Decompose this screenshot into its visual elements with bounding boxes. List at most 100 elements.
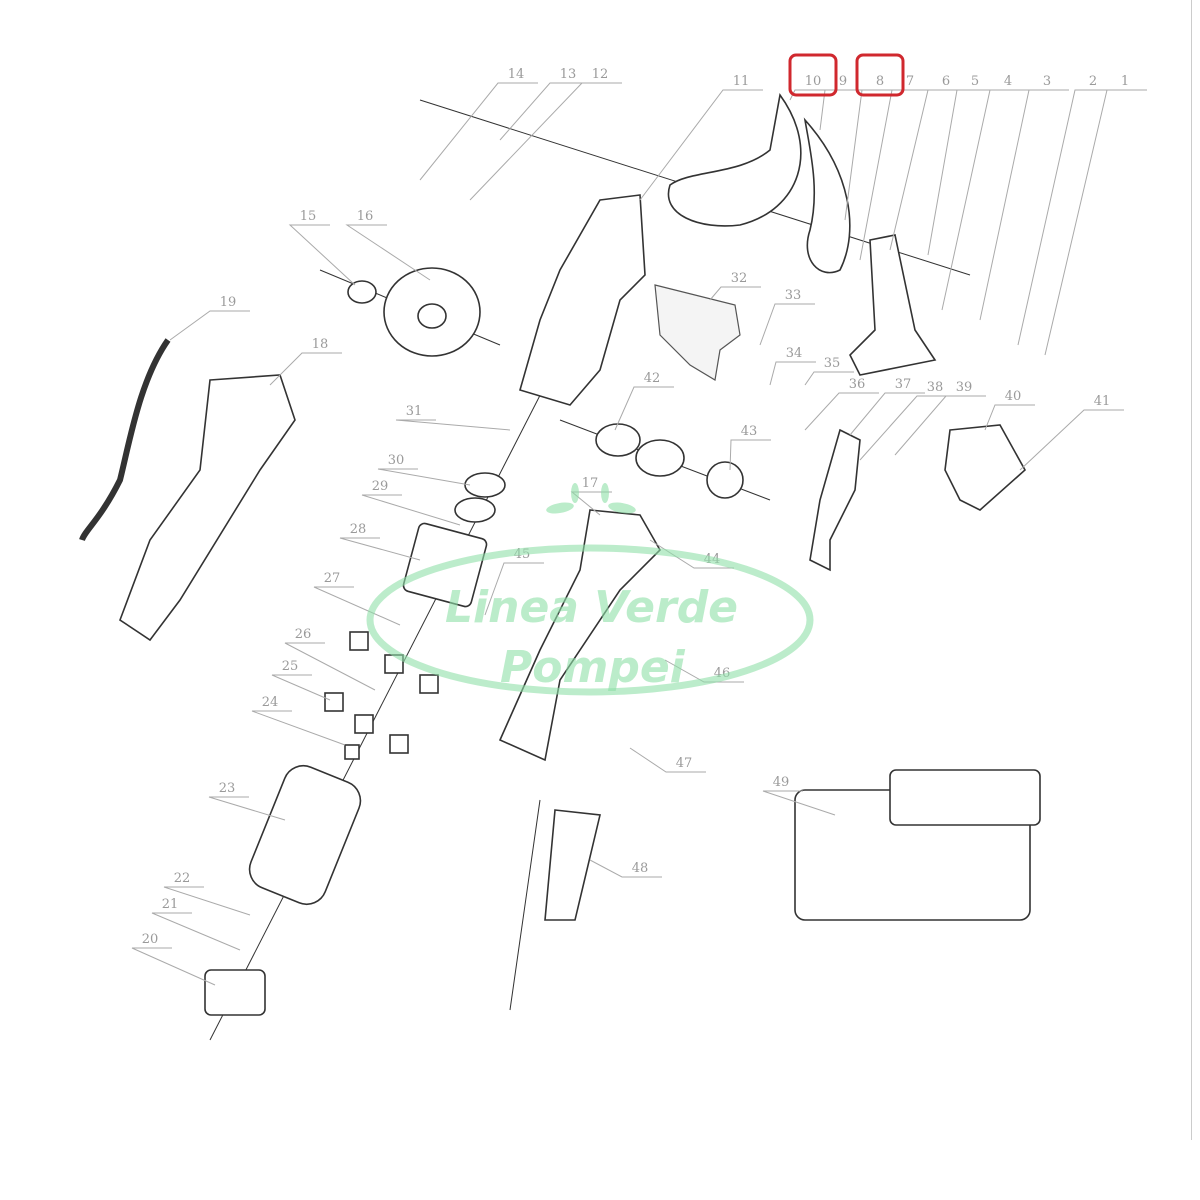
leader-line (1017, 89, 1115, 346)
part-label-19: 19 (169, 295, 250, 341)
leader-line (251, 710, 346, 746)
leader-line (762, 790, 836, 816)
part-number: 20 (142, 932, 159, 947)
leader-line (361, 494, 461, 526)
leader-line (395, 419, 511, 431)
part-label-13: 13 (499, 67, 590, 141)
part-label-49: 49 (762, 775, 836, 816)
part-number: 30 (388, 453, 405, 468)
part-number: 37 (895, 377, 912, 392)
part-label-26: 26 (284, 627, 376, 691)
watermark-line1: Linea Verde (445, 582, 738, 633)
part-label-6: 6 (889, 74, 968, 251)
part-number: 41 (1094, 394, 1111, 409)
part-number: 4 (1004, 74, 1012, 89)
highlight-box-8 (855, 53, 905, 97)
highlight-box-10 (788, 53, 838, 97)
leader-line (979, 89, 1069, 321)
part-number: 49 (773, 775, 790, 790)
part-label-34: 34 (769, 346, 816, 386)
leader-line (151, 912, 241, 951)
washer-15 (347, 280, 377, 304)
watermark: Linea Verde Pompei (366, 483, 814, 696)
part-number: 22 (174, 871, 191, 886)
leader-line (169, 310, 250, 341)
part-label-24: 24 (251, 695, 346, 746)
motor-23 (248, 764, 362, 906)
leader-line (339, 537, 421, 561)
part-label-42: 42 (614, 371, 674, 431)
bearing-30 (464, 472, 506, 498)
part-label-10: 10 (789, 74, 835, 101)
part-label-29: 29 (361, 479, 461, 526)
part-label-40: 40 (984, 389, 1035, 431)
part-number: 6 (942, 74, 950, 89)
part-number: 14 (508, 67, 525, 82)
part-number: 7 (906, 74, 914, 89)
part-number: 13 (560, 67, 577, 82)
leader-line (345, 224, 431, 281)
part-number: 21 (162, 897, 179, 912)
part-number: 32 (731, 271, 748, 286)
leader-line (269, 352, 342, 386)
part-label-21: 21 (151, 897, 241, 951)
leader-line (377, 468, 471, 486)
highlight-boxes (788, 53, 905, 97)
leader-line (629, 747, 706, 773)
leader-line (1019, 409, 1124, 471)
leader-line (859, 395, 957, 461)
parts (79, 93, 1041, 1016)
leader-line (844, 89, 902, 221)
leader-line (208, 796, 286, 821)
part-label-31: 31 (395, 404, 511, 431)
cable-boot-48 (544, 809, 601, 921)
leader-line (984, 404, 1035, 431)
part-number: 10 (805, 74, 822, 89)
leader-line (889, 89, 968, 251)
part-number: 24 (262, 695, 279, 710)
part-number: 1 (1121, 74, 1129, 89)
part-label-25: 25 (271, 659, 331, 701)
leader-line (859, 89, 932, 261)
part-number: 47 (676, 756, 693, 771)
planet-gears (324, 631, 439, 760)
part-label-32: 32 (709, 271, 761, 301)
nut-20 (204, 969, 266, 1016)
part-number: 42 (644, 371, 661, 386)
part-label-23: 23 (208, 781, 286, 821)
part-label-33: 33 (759, 288, 815, 346)
leader-line (614, 386, 674, 431)
part-number: 33 (785, 288, 802, 303)
trigger-37 (809, 428, 861, 572)
part-number: 11 (733, 74, 750, 89)
part-label-35: 35 (804, 356, 854, 386)
part-number: 3 (1043, 74, 1051, 89)
part-number: 8 (876, 74, 884, 89)
part-label-20: 20 (131, 932, 216, 986)
part-number: 29 (372, 479, 389, 494)
leader-line (419, 82, 538, 181)
pinion-43 (706, 461, 744, 499)
leader-line (759, 303, 815, 346)
leader-line (804, 371, 854, 386)
part-label-1: 1 (1044, 74, 1147, 356)
blade-lower (803, 117, 851, 274)
part-label-47: 47 (629, 747, 706, 773)
leader-line (499, 82, 590, 141)
part-label-28: 28 (339, 522, 421, 561)
leaf-logo-icon (546, 483, 636, 514)
blade-upper (667, 93, 802, 227)
part-label-7: 7 (859, 74, 932, 261)
bearing-30b (454, 497, 496, 523)
leader-line (271, 674, 331, 701)
part-label-48: 48 (589, 859, 662, 878)
blade-holder (849, 234, 937, 376)
part-label-3: 3 (979, 74, 1069, 321)
part-number: 17 (582, 476, 599, 491)
part-number: 35 (824, 356, 841, 371)
lever-19 (79, 338, 171, 542)
part-label-15: 15 (288, 209, 356, 286)
part-label-27: 27 (313, 571, 401, 626)
